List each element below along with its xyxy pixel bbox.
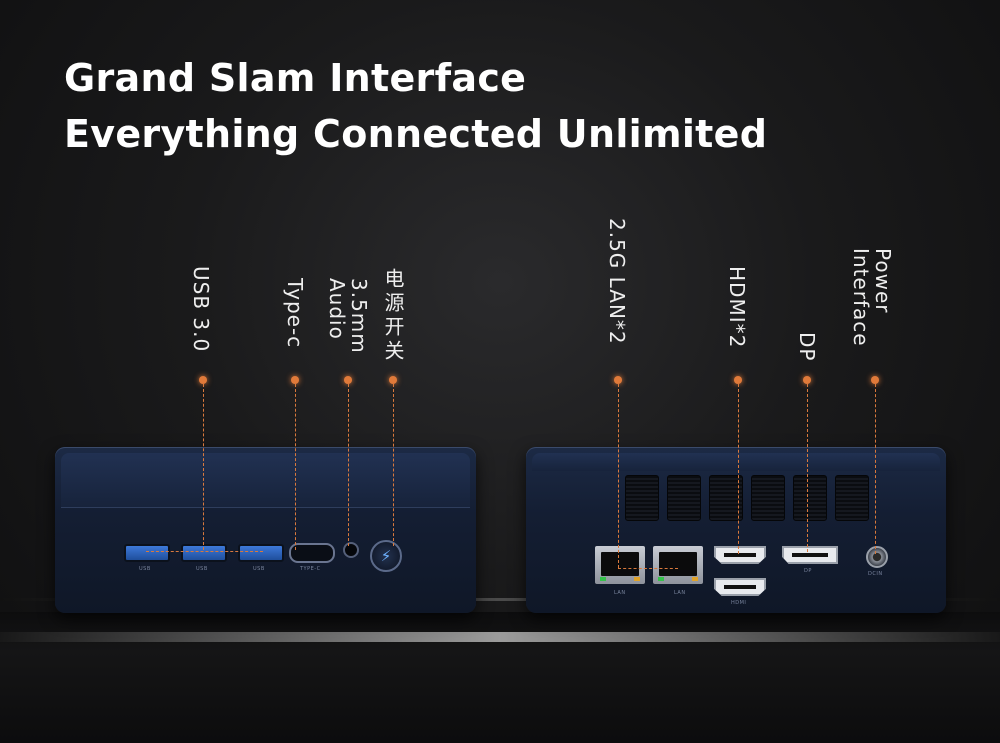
label-type-c: Type-c: [283, 278, 307, 349]
usb-port-2: [181, 544, 227, 562]
usb-port-2-mark: USB: [196, 566, 208, 572]
callout-line-usb: [203, 384, 204, 550]
callout-line-power-interface: [875, 384, 876, 554]
type-c-port-mark: TYPE-C: [300, 566, 321, 572]
hdmi-port-1-slot: [724, 553, 756, 557]
lan-port-1: [595, 546, 645, 584]
callout-line-audio: [348, 384, 349, 546]
type-c-port: [289, 543, 335, 563]
hdmi-port-2: [714, 578, 766, 596]
callout-dot-power-switch: [389, 376, 397, 384]
rear-device-lid: [532, 453, 940, 471]
callout-line-lan: [618, 384, 619, 568]
power-button-icon: ⚡: [370, 540, 402, 572]
callout-line-usb-row: [146, 551, 263, 552]
label-lan: 2.5G LAN*2: [605, 218, 629, 345]
callout-line-power-switch: [393, 384, 394, 546]
callout-dot-type-c: [291, 376, 299, 384]
vent-4: [751, 475, 785, 521]
lan-port-2-led-link: [658, 577, 664, 581]
displayport-slot: [792, 553, 828, 557]
lan-port-1-led-link: [600, 577, 606, 581]
usb-port-1: [124, 544, 170, 562]
label-dp: DP: [795, 332, 819, 362]
label-usb-3: USB 3.0: [189, 266, 213, 353]
front-device: [55, 447, 476, 613]
label-audio: 3.5mm Audio: [325, 278, 371, 354]
lan-port-1-mark: LAN: [614, 590, 626, 596]
label-power-switch: 电源开关: [381, 268, 405, 364]
front-device-lid: [61, 453, 470, 508]
vent-5: [793, 475, 827, 521]
callout-dot-power-interface: [871, 376, 879, 384]
floor-reflection: [0, 632, 1000, 642]
label-power-interface: Power Interface: [849, 248, 895, 347]
displayport: [782, 546, 838, 564]
label-hdmi: HDMI*2: [725, 266, 749, 349]
vent-1: [625, 475, 659, 521]
lan-port-1-socket: [601, 552, 639, 576]
callout-line-hdmi: [738, 384, 739, 554]
callout-dot-hdmi: [734, 376, 742, 384]
lan-port-2: [653, 546, 703, 584]
hdmi-port-2-slot: [724, 585, 756, 589]
lan-port-1-led-activity: [634, 577, 640, 581]
callout-dot-usb: [199, 376, 207, 384]
callout-dot-audio: [344, 376, 352, 384]
callout-line-type-c: [295, 384, 296, 550]
headline: Grand Slam Interface Everything Connecte…: [64, 50, 767, 162]
lan-port-2-led-activity: [692, 577, 698, 581]
callout-line-dp: [807, 384, 808, 552]
callout-dot-lan: [614, 376, 622, 384]
hdmi-port-1: [714, 546, 766, 564]
audio-jack: [343, 542, 359, 558]
vent-3: [709, 475, 743, 521]
headline-line-1: Grand Slam Interface: [64, 56, 527, 100]
lan-port-2-socket: [659, 552, 697, 576]
headline-line-2: Everything Connected Unlimited: [64, 112, 768, 156]
vent-6: [835, 475, 869, 521]
callout-line-lan-row: [618, 568, 678, 569]
dc-power-jack-mark: DCIN: [868, 571, 883, 577]
usb-port-3: [238, 544, 284, 562]
usb-port-3-mark: USB: [253, 566, 265, 572]
displayport-mark: DP: [804, 568, 812, 574]
lan-port-2-mark: LAN: [674, 590, 686, 596]
surface-edge: [0, 598, 1000, 601]
callout-dot-dp: [803, 376, 811, 384]
dc-power-jack: [866, 546, 888, 568]
usb-port-1-mark: USB: [139, 566, 151, 572]
vent-2: [667, 475, 701, 521]
hdmi-port-mark: HDMI: [731, 600, 747, 606]
